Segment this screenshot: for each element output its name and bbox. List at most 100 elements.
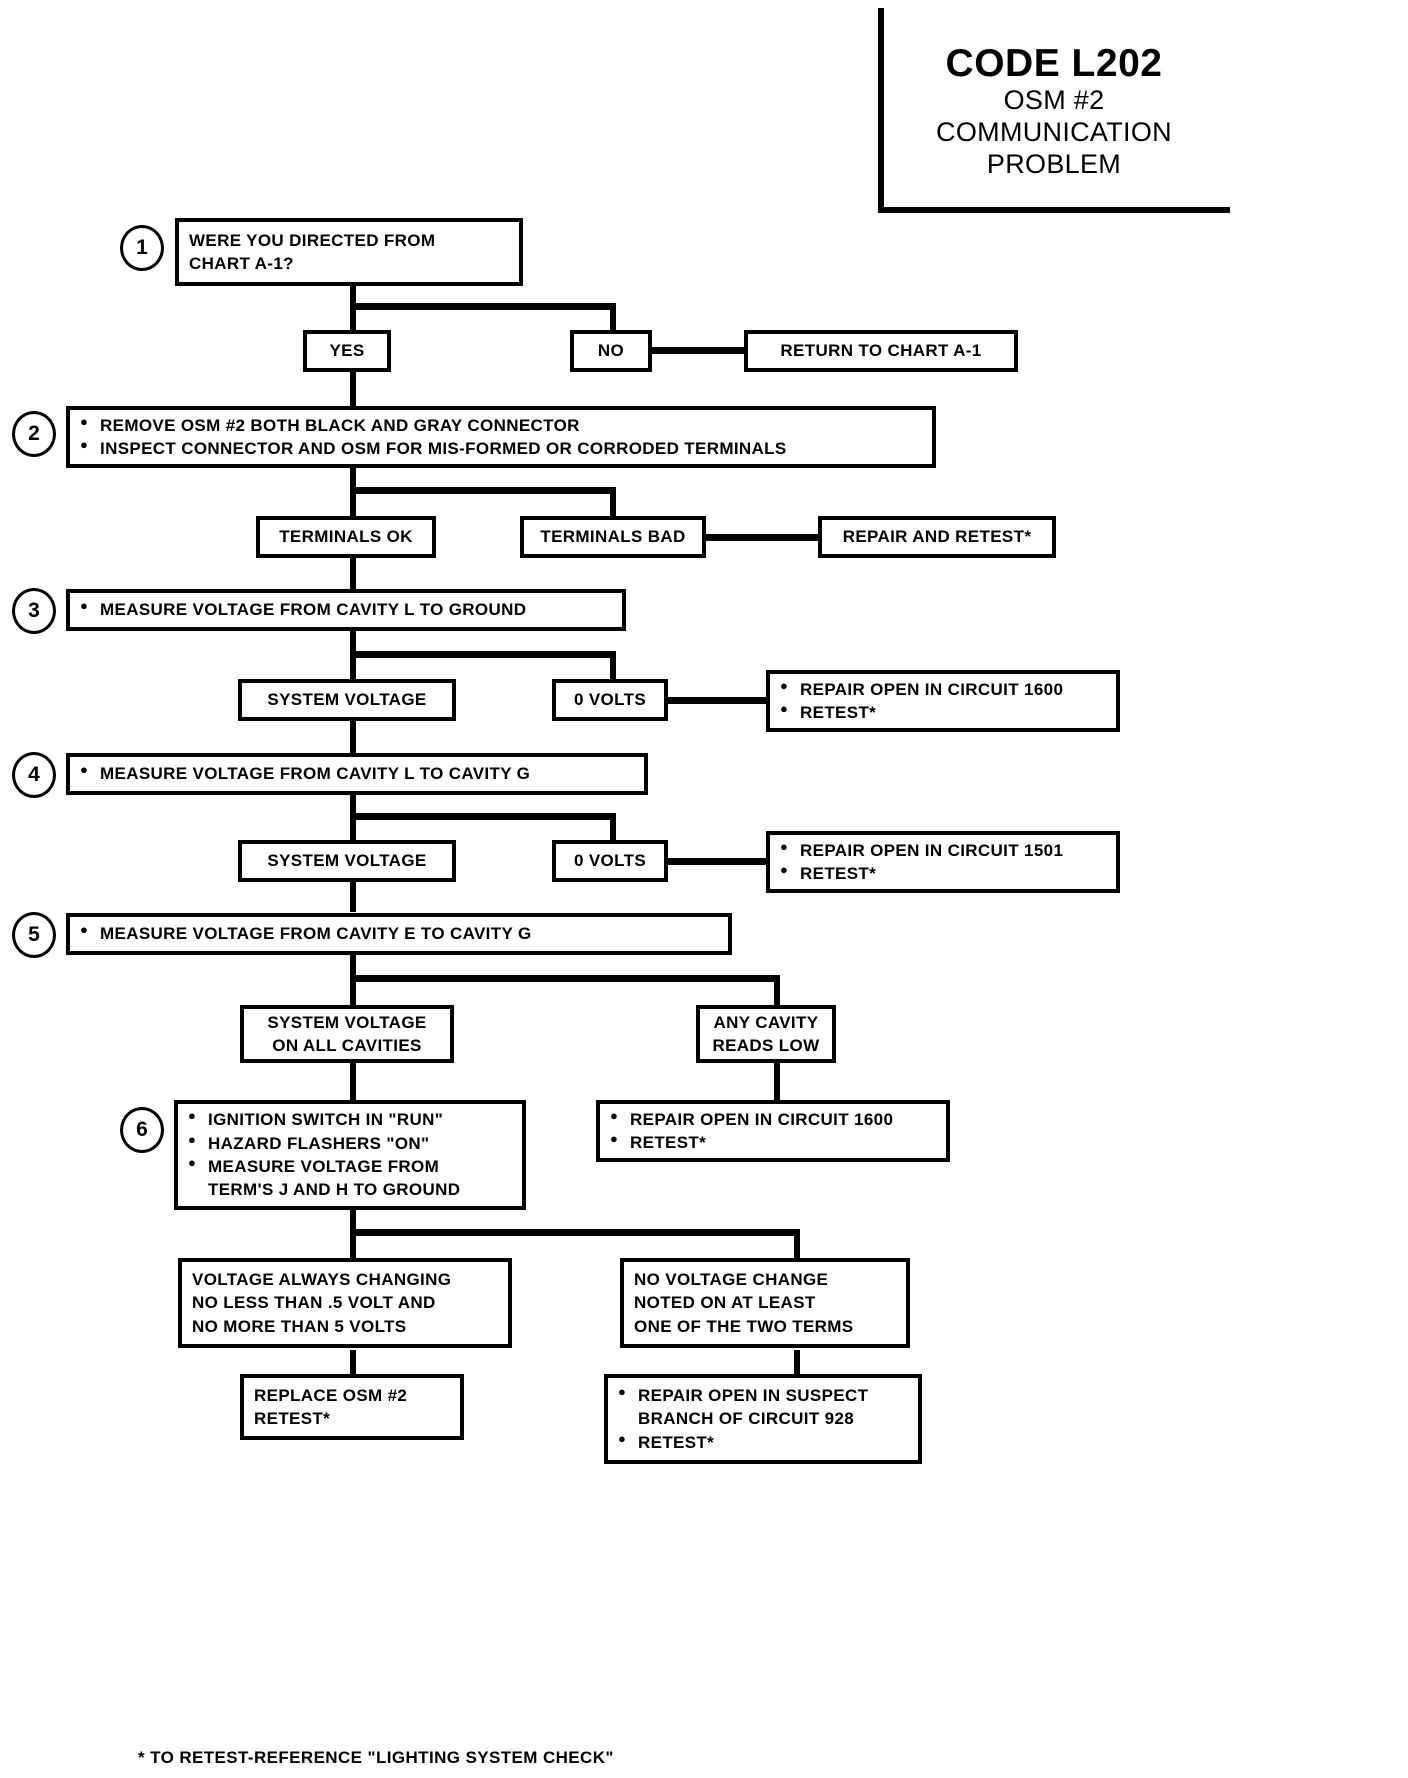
box-system-voltage-all-cavities[interactable]: SYSTEM VOLTAGE ON ALL CAVITIES xyxy=(240,1005,454,1063)
connector-line xyxy=(350,556,356,591)
box-line: SYSTEM VOLTAGE xyxy=(267,1012,427,1032)
box-terminals-ok[interactable]: TERMINALS OK xyxy=(256,516,436,558)
connector-line xyxy=(350,1350,356,1392)
box-replace-osm[interactable]: REPLACE OSM #2 RETEST* xyxy=(240,1374,464,1440)
box-line: TERMINALS BAD xyxy=(540,527,686,547)
connector-line xyxy=(350,719,356,755)
box-return-to-chart[interactable]: RETURN TO CHART A-1 xyxy=(744,330,1018,372)
connector-line xyxy=(668,858,768,865)
step-number-6: 6 xyxy=(120,1107,164,1153)
box-line: MEASURE VOLTAGE FROM CAVITY L TO CAVITY … xyxy=(80,761,634,785)
box-zero-volts-3[interactable]: 0 VOLTS xyxy=(552,679,668,721)
box-line: ONE OF THE TWO TERMS xyxy=(634,1316,854,1336)
box-repair-circuit-1501[interactable]: REPAIR OPEN IN CIRCUIT 1501 RETEST* xyxy=(766,831,1120,893)
box-any-cavity-reads-low[interactable]: ANY CAVITY READS LOW xyxy=(696,1005,836,1063)
box-line: RETEST* xyxy=(780,700,1106,724)
connector-line xyxy=(610,813,616,841)
box-system-voltage-4[interactable]: SYSTEM VOLTAGE xyxy=(238,840,456,882)
box-line: REPAIR OPEN IN CIRCUIT 1501 xyxy=(780,838,1106,862)
step-number-2: 2 xyxy=(12,411,56,457)
box-line: NO VOLTAGE CHANGE xyxy=(634,1269,829,1289)
box-line: YES xyxy=(329,341,365,361)
box-line: RETEST* xyxy=(780,861,1106,885)
connector-line xyxy=(350,1059,356,1101)
connector-line xyxy=(610,303,616,333)
box-line: 0 VOLTS xyxy=(573,690,647,710)
step-number-5: 5 xyxy=(12,912,56,958)
connector-line xyxy=(794,1350,800,1392)
connector-line xyxy=(794,1229,800,1260)
box-zero-volts-4[interactable]: 0 VOLTS xyxy=(552,840,668,882)
box-line: VOLTAGE ALWAYS CHANGING xyxy=(192,1269,452,1289)
box-line: ON ALL CAVITIES xyxy=(272,1036,422,1055)
connector-line xyxy=(350,370,356,412)
box-line: BRANCH OF CIRCUIT 928 xyxy=(638,1409,855,1429)
box-line: IGNITION SWITCH IN "RUN" xyxy=(188,1107,512,1131)
connector-line xyxy=(350,303,616,310)
connector-line xyxy=(350,813,616,820)
box-no-1[interactable]: NO xyxy=(570,330,652,372)
box-line: HAZARD FLASHERS "ON" xyxy=(188,1131,512,1155)
connector-line xyxy=(350,1229,800,1236)
box-line: REPAIR OPEN IN CIRCUIT 1600 xyxy=(610,1107,936,1131)
box-repair-circuit-1600-b[interactable]: REPAIR OPEN IN CIRCUIT 1600 RETEST* xyxy=(596,1100,950,1162)
connector-line xyxy=(610,651,616,681)
box-line: ANY CAVITY xyxy=(713,1012,819,1032)
box-repair-and-retest[interactable]: REPAIR AND RETEST* xyxy=(818,516,1056,558)
connector-line xyxy=(350,487,616,494)
subtitle-line-1: OSM #2 xyxy=(1003,84,1105,115)
connector-line xyxy=(350,793,356,821)
box-no-voltage-change[interactable]: NO VOLTAGE CHANGE NOTED ON AT LEAST ONE … xyxy=(620,1258,910,1348)
box-repair-circuit-1600[interactable]: REPAIR OPEN IN CIRCUIT 1600 RETEST* xyxy=(766,670,1120,732)
title-block: CODE L202 OSM #2 COMMUNICATION PROBLEM xyxy=(878,8,1230,181)
box-step-3[interactable]: MEASURE VOLTAGE FROM CAVITY L TO GROUND xyxy=(66,589,626,631)
box-system-voltage-3[interactable]: SYSTEM VOLTAGE xyxy=(238,679,456,721)
box-terminals-bad[interactable]: TERMINALS BAD xyxy=(520,516,706,558)
connector-line xyxy=(350,813,356,841)
connector-line xyxy=(350,651,356,681)
box-line: NO xyxy=(597,341,625,361)
box-step-4[interactable]: MEASURE VOLTAGE FROM CAVITY L TO CAVITY … xyxy=(66,753,648,795)
subtitle-line-3: PROBLEM xyxy=(986,148,1122,179)
connector-line xyxy=(350,487,356,519)
title-horizontal-rule xyxy=(878,207,1230,213)
connector-line xyxy=(350,953,356,987)
box-step-5[interactable]: MEASURE VOLTAGE FROM CAVITY E TO CAVITY … xyxy=(66,913,732,955)
connector-line xyxy=(705,534,820,541)
box-line: REPAIR OPEN IN SUSPECT xyxy=(618,1383,908,1407)
box-line: RETEST* xyxy=(610,1130,936,1154)
connector-line xyxy=(350,283,356,308)
connector-line xyxy=(350,303,356,333)
box-line: TERMINALS OK xyxy=(279,527,413,547)
box-step-2[interactable]: REMOVE OSM #2 BOTH BLACK AND GRAY CONNEC… xyxy=(66,406,936,468)
connector-line xyxy=(350,464,356,492)
connector-line xyxy=(350,629,356,659)
connector-line xyxy=(350,975,780,982)
box-line: NOTED ON AT LEAST xyxy=(634,1293,816,1313)
connector-line xyxy=(350,975,356,1008)
box-line: READS LOW xyxy=(712,1036,820,1055)
box-line: MEASURE VOLTAGE FROM CAVITY E TO CAVITY … xyxy=(80,921,718,945)
box-line: SYSTEM VOLTAGE xyxy=(267,851,427,871)
step-number-1: 1 xyxy=(120,225,164,271)
box-line: CHART A-1? xyxy=(189,254,294,273)
box-step-6[interactable]: IGNITION SWITCH IN "RUN" HAZARD FLASHERS… xyxy=(174,1100,526,1210)
connector-line xyxy=(652,347,746,354)
subtitle-line-2: COMMUNICATION xyxy=(936,116,1172,147)
connector-line xyxy=(350,651,616,658)
box-line: NO LESS THAN .5 VOLT AND xyxy=(192,1293,436,1313)
box-voltage-always-changing[interactable]: VOLTAGE ALWAYS CHANGING NO LESS THAN .5 … xyxy=(178,1258,512,1348)
box-repair-circuit-928[interactable]: REPAIR OPEN IN SUSPECT BRANCH OF CIRCUIT… xyxy=(604,1374,922,1464)
connector-line xyxy=(774,975,780,1008)
box-line: NO MORE THAN 5 VOLTS xyxy=(192,1316,407,1336)
box-line: TERM'S J AND H TO GROUND xyxy=(208,1180,461,1200)
box-line: MEASURE VOLTAGE FROM CAVITY L TO GROUND xyxy=(80,597,612,621)
box-line: 0 VOLTS xyxy=(573,851,647,871)
connector-line xyxy=(350,880,356,912)
step-number-4: 4 xyxy=(12,752,56,798)
box-line: REPLACE OSM #2 xyxy=(254,1385,408,1405)
box-question-1[interactable]: WERE YOU DIRECTED FROM CHART A-1? xyxy=(175,218,523,286)
box-yes-1[interactable]: YES xyxy=(303,330,391,372)
box-line: SYSTEM VOLTAGE xyxy=(267,690,427,710)
